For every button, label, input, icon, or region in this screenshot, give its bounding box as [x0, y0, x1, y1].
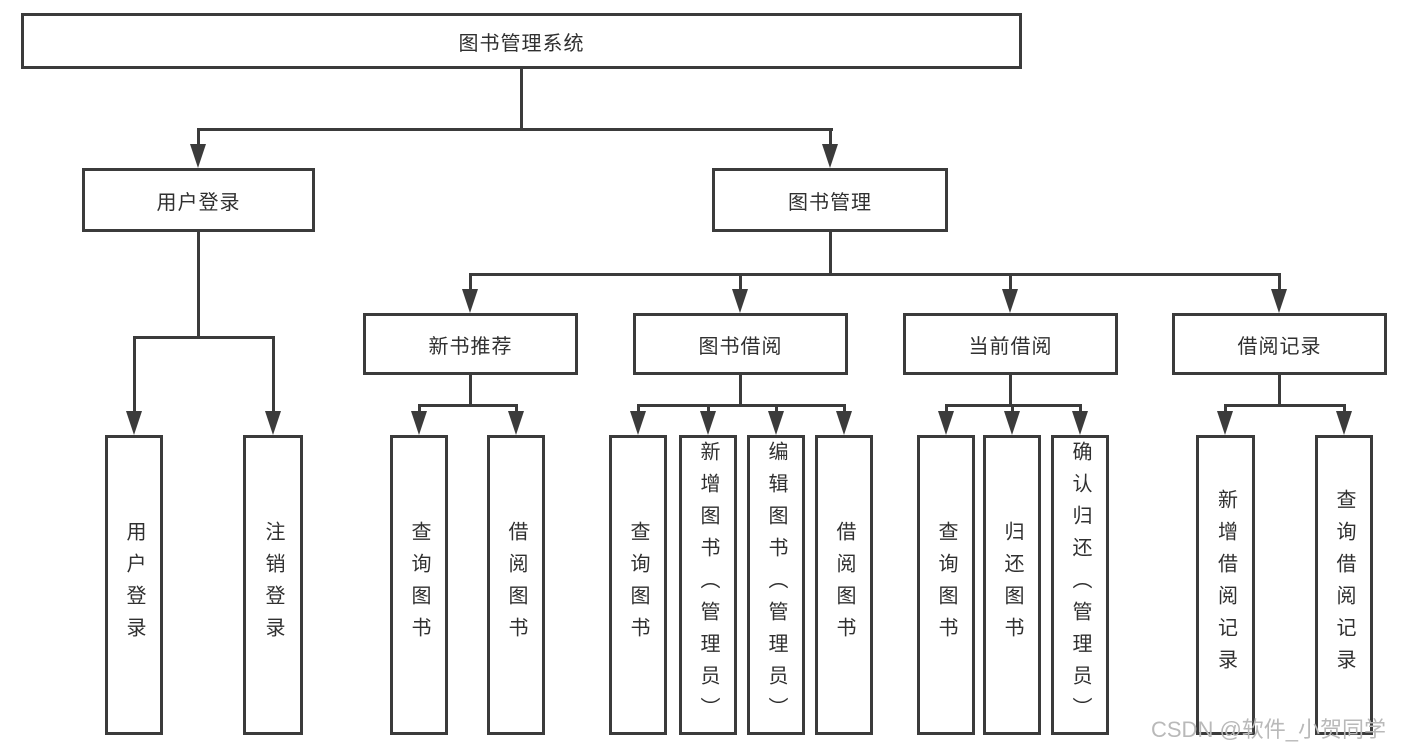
- leaf-borrow-books-recommend: 借阅图书: [487, 435, 545, 735]
- leaf-add-borrow-record: 新增借阅记录: [1196, 435, 1255, 735]
- node-current-borrow: 当前借阅: [903, 313, 1118, 375]
- arrow-down-icon: [411, 411, 427, 435]
- leaf-user-login: 用户登录: [105, 435, 163, 735]
- node-borrow-records: 借阅记录: [1172, 313, 1387, 375]
- node-book-management: 图书管理: [712, 168, 948, 232]
- connector-line: [1278, 273, 1281, 293]
- connector-line: [520, 69, 523, 128]
- arrow-down-icon: [630, 411, 646, 435]
- arrow-down-icon: [768, 411, 784, 435]
- leaf-query-books-recommend: 查询图书: [390, 435, 448, 735]
- connector-line: [1011, 404, 1014, 414]
- leaf-query-books-borrow: 查询图书: [609, 435, 667, 735]
- connector-line: [197, 128, 833, 131]
- node-book-borrow: 图书借阅: [633, 313, 848, 375]
- connector-line: [1079, 404, 1082, 414]
- arrow-down-icon: [1002, 289, 1018, 313]
- connector-line: [775, 404, 778, 414]
- connector-line: [1278, 375, 1281, 404]
- leaf-label: 新增图书（管理员）: [697, 441, 719, 729]
- arrow-down-icon: [265, 411, 281, 435]
- arrow-down-icon: [836, 411, 852, 435]
- connector-line: [1009, 273, 1012, 293]
- watermark: CSDN @软件_小贺同学: [1151, 717, 1387, 742]
- leaf-label: 查询图书: [627, 521, 649, 649]
- leaf-borrow-books: 借阅图书: [815, 435, 873, 735]
- arrow-down-icon: [700, 411, 716, 435]
- leaf-add-book-admin: 新增图书（管理员）: [679, 435, 737, 735]
- leaf-label: 注销登录: [262, 521, 284, 649]
- node-new-book-recommend: 新书推荐: [363, 313, 578, 375]
- arrow-down-icon: [822, 144, 838, 168]
- connector-line: [843, 404, 846, 414]
- connector-line: [1224, 404, 1346, 407]
- connector-line: [197, 128, 200, 150]
- leaf-return-books: 归还图书: [983, 435, 1041, 735]
- connector-line: [829, 128, 832, 150]
- leaf-label: 编辑图书（管理员）: [765, 441, 787, 729]
- arrow-down-icon: [126, 411, 142, 435]
- connector-line: [197, 232, 200, 336]
- leaf-label: 借阅图书: [505, 521, 527, 649]
- node-root: 图书管理系统: [21, 13, 1022, 69]
- arrow-down-icon: [732, 289, 748, 313]
- connector-line: [515, 404, 518, 414]
- connector-line: [739, 273, 742, 293]
- leaf-label: 新增借阅记录: [1214, 489, 1237, 681]
- connector-line: [469, 273, 472, 293]
- arrow-down-icon: [1271, 289, 1287, 313]
- leaf-label: 用户登录: [123, 521, 145, 649]
- leaf-label: 查询图书: [935, 521, 957, 649]
- connector-line: [272, 336, 275, 414]
- arrow-down-icon: [1004, 411, 1020, 435]
- leaf-confirm-return-admin: 确认归还（管理员）: [1051, 435, 1109, 735]
- node-user-login: 用户登录: [82, 168, 315, 232]
- arrow-down-icon: [1217, 411, 1233, 435]
- connector-line: [945, 404, 948, 414]
- arrow-down-icon: [508, 411, 524, 435]
- leaf-label: 查询借阅记录: [1333, 489, 1355, 681]
- connector-line: [133, 336, 136, 414]
- connector-line: [469, 375, 472, 404]
- connector-line: [707, 404, 710, 414]
- arrow-down-icon: [1072, 411, 1088, 435]
- leaf-logout: 注销登录: [243, 435, 303, 735]
- leaf-query-borrow-record: 查询借阅记录: [1315, 435, 1373, 735]
- connector-line: [1343, 404, 1346, 414]
- leaf-edit-book-admin: 编辑图书（管理员）: [747, 435, 805, 735]
- connector-line: [739, 375, 742, 404]
- arrow-down-icon: [190, 144, 206, 168]
- arrow-down-icon: [462, 289, 478, 313]
- leaf-label: 借阅图书: [833, 521, 855, 649]
- connector-line: [1224, 404, 1227, 414]
- leaf-label: 查询图书: [408, 521, 430, 649]
- connector-line: [829, 232, 832, 273]
- leaf-label: 确认归还（管理员）: [1069, 441, 1091, 729]
- connector-line: [133, 336, 275, 339]
- connector-line: [418, 404, 518, 407]
- connector-line: [469, 273, 1281, 276]
- connector-line: [418, 404, 421, 414]
- connector-line: [1009, 375, 1012, 404]
- leaf-query-books-current: 查询图书: [917, 435, 975, 735]
- arrow-down-icon: [938, 411, 954, 435]
- connector-line: [637, 404, 845, 407]
- leaf-label: 归还图书: [1001, 521, 1023, 649]
- arrow-down-icon: [1336, 411, 1352, 435]
- connector-line: [637, 404, 640, 414]
